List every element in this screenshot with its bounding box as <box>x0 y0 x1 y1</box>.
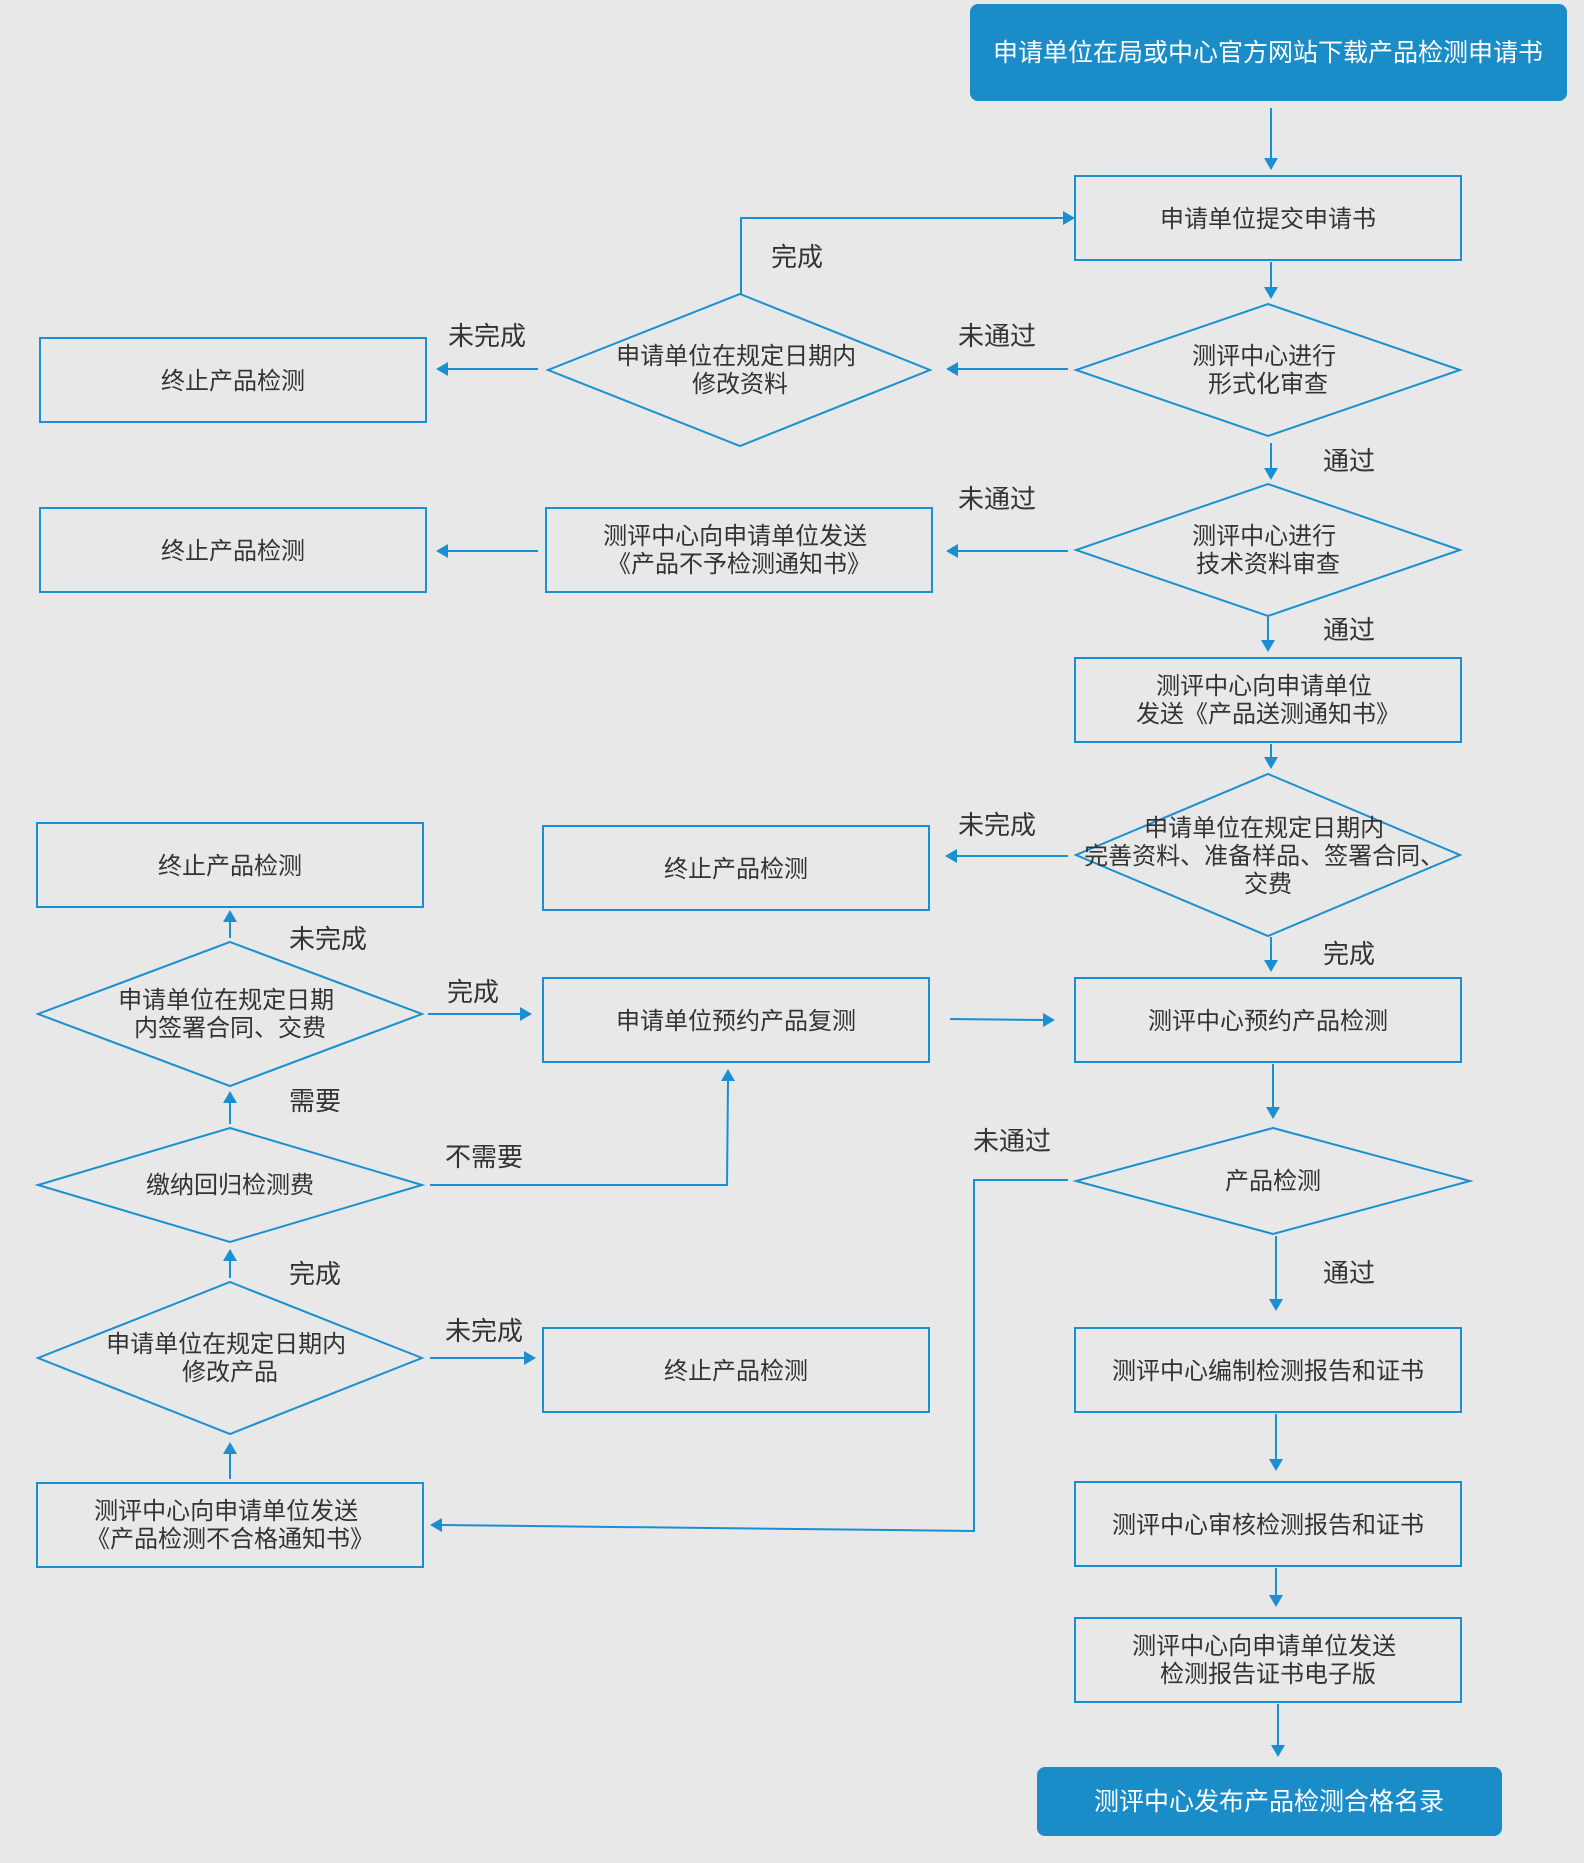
svg-text:测评中心发布产品检测合格名录: 测评中心发布产品检测合格名录 <box>1094 1787 1444 1816</box>
edge-compile-audit <box>1269 1414 1283 1471</box>
node-terminate-5: 终止产品检测 <box>36 822 424 908</box>
svg-text:测评中心向申请单位发送 检测报告证书电子版: 测评中心向申请单位发送 检测报告证书电子版 <box>1132 1632 1404 1688</box>
edge-test-fail <box>430 1179 1068 1533</box>
node-send-report: 测评中心向申请单位发送 检测报告证书电子版 <box>1074 1617 1462 1703</box>
edge-prepare-not-done <box>945 849 1068 863</box>
svg-text:申请单位预约产品复测: 申请单位预约产品复测 <box>616 1007 856 1035</box>
svg-text:申请单位在规定日期 内签署合同、交费: 申请单位在规定日期 内签署合同、交费 <box>118 986 342 1042</box>
edge-label: 完成 <box>447 978 499 1008</box>
edge-modify-product-not-done <box>430 1351 536 1365</box>
node-schedule-retest: 申请单位预约产品复测 <box>542 977 930 1063</box>
edge-sign-not-done <box>223 910 237 938</box>
edge-audit-send <box>1269 1568 1283 1607</box>
edge-formal-pass <box>1264 443 1278 480</box>
edge-tech-fail <box>946 544 1068 558</box>
node-modify-docs: 申请单位在规定日期内 修改资料 <box>545 292 933 448</box>
node-terminate-3: 终止产品检测 <box>542 825 930 911</box>
edge-label: 未完成 <box>448 322 526 352</box>
edge-sign-done <box>428 1007 532 1021</box>
svg-text:产品检测: 产品检测 <box>1225 1167 1321 1195</box>
edge-label: 未通过 <box>958 485 1036 515</box>
edge-fee-needed <box>223 1091 237 1124</box>
node-modify-product: 申请单位在规定日期内 修改产品 <box>35 1280 425 1436</box>
edge-label: 通过 <box>1323 1259 1375 1289</box>
edge-download-submit <box>1264 108 1278 170</box>
svg-text:测评中心编制检测报告和证书: 测评中心编制检测报告和证书 <box>1112 1357 1424 1385</box>
svg-text:测评中心向申请单位发送 《产品不予检测通知书》: 测评中心向申请单位发送 《产品不予检测通知书》 <box>603 522 875 578</box>
node-terminate-1: 终止产品检测 <box>39 337 427 423</box>
svg-text:终止产品检测: 终止产品检测 <box>161 537 305 565</box>
svg-text:测评中心预约产品检测: 测评中心预约产品检测 <box>1148 1007 1388 1035</box>
svg-text:测评中心向申请单位发送 《产品检测不合格通知书》: 测评中心向申请单位发送 《产品检测不合格通知书》 <box>86 1497 374 1553</box>
edge-tech-pass <box>1261 617 1275 652</box>
node-sign-contract: 申请单位在规定日期 内签署合同、交费 <box>35 940 425 1088</box>
node-send-notice: 测评中心向申请单位 发送《产品送测通知书》 <box>1074 657 1462 743</box>
node-terminate-4: 终止产品检测 <box>542 1327 930 1413</box>
node-formal-review: 测评中心进行 形式化审查 <box>1072 302 1464 438</box>
edge-label: 不需要 <box>445 1143 523 1173</box>
svg-text:终止产品检测: 终止产品检测 <box>158 852 302 880</box>
edge-prepare-done <box>1264 937 1278 972</box>
node-audit-report: 测评中心审核检测报告和证书 <box>1074 1481 1462 1567</box>
node-prepare: 申请单位在规定日期内 完善资料、准备样品、签署合同、 交费 <box>1073 772 1463 938</box>
svg-text:终止产品检测: 终止产品检测 <box>161 367 305 395</box>
edge-label: 未完成 <box>445 1317 523 1347</box>
edge-notice-prepare <box>1264 744 1278 769</box>
edge-label: 完成 <box>771 243 823 273</box>
edge-modify-product-done <box>223 1249 237 1278</box>
svg-text:测评中心向申请单位 发送《产品送测通知书》: 测评中心向申请单位 发送《产品送测通知书》 <box>1136 672 1400 728</box>
svg-text:申请单位提交申请书: 申请单位提交申请书 <box>1160 205 1376 233</box>
svg-text:申请单位在规定日期内 完善资料、准备样品、签署合: 申请单位在规定日期内 完善资料、准备样品、签署合同、 交费 <box>1084 814 1452 898</box>
svg-text:终止产品检测: 终止产品检测 <box>664 1357 808 1385</box>
edge-modify-docs-not-done <box>436 362 538 376</box>
svg-text:终止产品检测: 终止产品检测 <box>664 855 808 883</box>
node-compile-report: 测评中心编制检测报告和证书 <box>1074 1327 1462 1413</box>
edge-fail-modify-product <box>223 1442 237 1479</box>
node-regression-fee: 缴纳回归检测费 <box>34 1126 426 1244</box>
svg-text:缴纳回归检测费: 缴纳回归检测费 <box>146 1171 314 1199</box>
svg-text:测评中心进行 形式化审查: 测评中心进行 形式化审查 <box>1192 342 1344 398</box>
edge-fee-not-needed <box>430 1069 735 1186</box>
svg-text:测评中心审核检测报告和证书: 测评中心审核检测报告和证书 <box>1112 1511 1424 1539</box>
node-label: 申请单位在局或中心官方网站下载产品检测申请书 <box>993 38 1543 67</box>
node-download: 申请单位在局或中心官方网站下载产品检测申请书 <box>970 4 1567 101</box>
edge-label: 未完成 <box>958 811 1036 841</box>
svg-text:申请单位在规定日期内 修改资料: 申请单位在规定日期内 修改资料 <box>616 342 864 398</box>
edge-label: 完成 <box>1323 940 1375 970</box>
edge-test-pass <box>1269 1236 1283 1311</box>
node-reject-notice: 测评中心向申请单位发送 《产品不予检测通知书》 <box>545 507 933 593</box>
edge-schedule-test-product-test <box>1266 1064 1280 1119</box>
edge-submit-formal <box>1264 262 1278 299</box>
node-schedule-test: 测评中心预约产品检测 <box>1074 977 1462 1063</box>
edge-reject-terminate <box>436 544 538 558</box>
node-product-test: 产品检测 <box>1072 1126 1474 1236</box>
edge-formal-fail <box>946 362 1068 376</box>
edge-send-publish <box>1271 1704 1285 1757</box>
node-publish: 测评中心发布产品检测合格名录 <box>1037 1767 1502 1836</box>
node-tech-review: 测评中心进行 技术资料审查 <box>1072 482 1464 618</box>
svg-text:申请单位在规定日期内 修改产品: 申请单位在规定日期内 修改产品 <box>106 1330 354 1386</box>
edge-modify-docs-done <box>740 211 1075 294</box>
edge-retest-schedule-test <box>949 1013 1055 1027</box>
edge-label: 完成 <box>289 1260 341 1290</box>
node-terminate-2: 终止产品检测 <box>39 507 427 593</box>
edge-label: 通过 <box>1323 616 1375 646</box>
edge-label: 通过 <box>1323 447 1375 477</box>
edge-label: 未通过 <box>958 322 1036 352</box>
edge-label: 需要 <box>289 1087 341 1117</box>
node-submit: 申请单位提交申请书 <box>1074 175 1462 261</box>
edge-label: 未完成 <box>289 925 367 955</box>
edge-label: 未通过 <box>973 1127 1051 1157</box>
svg-text:测评中心进行 技术资料审查: 测评中心进行 技术资料审查 <box>1192 522 1344 578</box>
node-fail-notice: 测评中心向申请单位发送 《产品检测不合格通知书》 <box>36 1482 424 1568</box>
